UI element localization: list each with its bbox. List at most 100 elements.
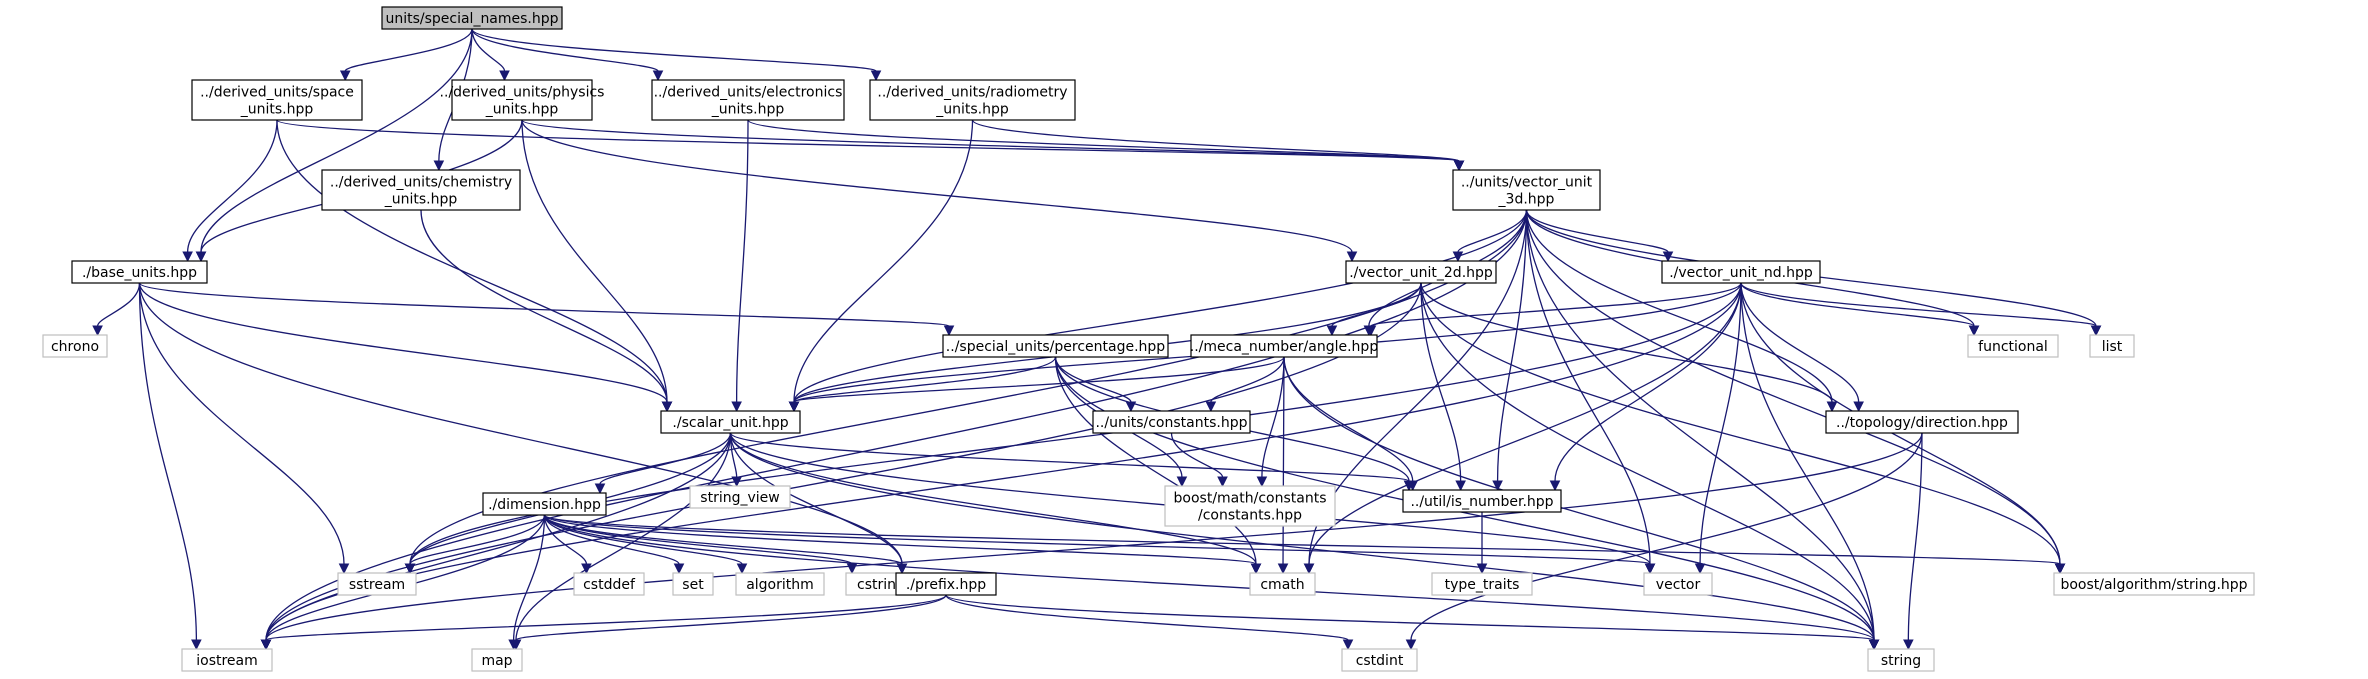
node-box (1452, 169, 1601, 211)
node-label: iostream (196, 653, 258, 669)
node-label: set (682, 577, 704, 593)
node-box (321, 169, 521, 211)
node-box (482, 492, 607, 516)
node-box (2053, 572, 2255, 596)
node-space[interactable]: ../derived_units/space_units.hpp (191, 79, 363, 121)
edge-percentage-to-constants-arrowhead (1125, 401, 1137, 413)
node-box (1341, 648, 1418, 672)
node-label: ../special_units/percentage.hpp (946, 339, 1166, 355)
node-label: ../util/is_number.hpp (1410, 494, 1553, 510)
node-root[interactable]: units/special_names.hpp (381, 6, 563, 30)
node-box (2089, 334, 2135, 358)
edge-base_units-to-chrono (96, 282, 141, 327)
node-scalar-unit[interactable]: ./scalar_unit.hpp (660, 410, 801, 434)
node-map: map (471, 648, 523, 672)
edge-prefix-to-map-arrowhead (510, 639, 522, 651)
edge-is_number-to-type_traits-arrowhead (1476, 563, 1488, 575)
node-vector2d[interactable]: ./vector_unit_2d.hpp (1345, 260, 1497, 284)
edge-root-to-electronics (471, 28, 659, 72)
edge-space-to-base_units (186, 119, 278, 253)
node-vector3d[interactable]: ../units/vector_unit_3d.hpp (1452, 169, 1601, 211)
node-label: algorithm (746, 577, 814, 593)
edge-scalar_unit-to-prefix (729, 432, 903, 565)
node-iostream: iostream (181, 648, 273, 672)
node-box (42, 334, 108, 358)
edge-vector3d-to-direction (1525, 209, 1833, 403)
edge-direction-to-iostream (265, 432, 1923, 641)
edge-vectornd-to-boost_string (1740, 282, 2061, 565)
edge-vectornd-to-functional (1740, 282, 1975, 327)
node-cmath: cmath (1249, 572, 1316, 596)
edge-dimension-to-cmath-arrowhead (1250, 563, 1262, 575)
edge-percentage-to-cmath (1054, 356, 1257, 565)
edge-prefix-to-string (945, 594, 1875, 641)
node-string-view: string_view (689, 485, 791, 509)
edge-angle-to-constants (1210, 356, 1285, 403)
node-prefix[interactable]: ./prefix.hpp (895, 572, 997, 596)
node-vectornd[interactable]: ./vector_unit_nd.hpp (1661, 260, 1821, 284)
node-chemistry[interactable]: ../derived_units/chemistry_units.hpp (321, 169, 521, 211)
node-constants[interactable]: ../units/constants.hpp (1092, 410, 1251, 434)
node-radiometry[interactable]: ../derived_units/radiometry_units.hpp (869, 79, 1076, 121)
node-percentage[interactable]: ../special_units/percentage.hpp (942, 334, 1169, 358)
edge-scalar_unit-to-dimension-arrowhead (594, 483, 606, 495)
node-label: _units.hpp (384, 192, 458, 208)
edge-root-to-radiometry-arrowhead (870, 70, 882, 82)
edge-vector3d-to-vectornd (1525, 209, 1669, 253)
node-label: string_view (700, 490, 779, 506)
edge-percentage-to-boost_constants-arrowhead (1176, 476, 1188, 488)
node-label: cstring (857, 577, 905, 593)
node-box (895, 572, 997, 596)
edge-dimension-to-string (543, 514, 1875, 641)
edge-root-to-radiometry (471, 28, 877, 72)
edge-vectornd-to-angle (1370, 282, 1742, 327)
edge-prefix-to-cstdint-arrowhead (1342, 639, 1354, 651)
node-angle[interactable]: ../meca_number/angle.hpp (1190, 334, 1379, 358)
node-physics[interactable]: ../derived_units/physics_units.hpp (440, 79, 605, 121)
edge-dimension-to-cstring-arrowhead (846, 563, 858, 575)
edge-dimension-to-map (512, 514, 546, 641)
node-electronics[interactable]: ../derived_units/electronics_units.hpp (651, 79, 845, 121)
edge-vectornd-to-sstream (409, 282, 1742, 565)
edge-physics-to-scalar_unit (521, 119, 668, 403)
edge-angle-to-constants-arrowhead (1205, 401, 1217, 413)
edge-base_units-to-scalar_unit (138, 282, 668, 403)
node-label: ../derived_units/electronics (654, 85, 843, 101)
edge-prefix-to-iostream (265, 594, 947, 641)
node-label: map (481, 653, 512, 669)
edge-dimension-to-boost_string-arrowhead (2054, 563, 2066, 575)
node-label: ./vector_unit_2d.hpp (1349, 265, 1493, 281)
edge-prefix-to-map (515, 594, 947, 641)
nodes: units/special_names.hpp ../derived_units/… (42, 6, 2255, 672)
edge-vector3d-to-is_number-arrowhead (1492, 480, 1503, 492)
node-dimension[interactable]: ./dimension.hpp (482, 492, 607, 516)
node-string: string (1867, 648, 1935, 672)
node-label: list (2102, 339, 2123, 355)
edge-scalar_unit-to-dimension (599, 432, 732, 485)
node-label: _units.hpp (240, 102, 314, 118)
edge-root-to-physics (471, 28, 506, 72)
node-box (1092, 410, 1251, 434)
node-list: list (2089, 334, 2135, 358)
node-base-units[interactable]: ./base_units.hpp (71, 260, 208, 284)
edge-vector2d-to-is_number-arrowhead (1455, 480, 1466, 492)
node-direction[interactable]: ../topology/direction.hpp (1825, 410, 2019, 434)
node-is-number[interactable]: ../util/is_number.hpp (1402, 489, 1562, 513)
node-label: ../units/vector_unit (1461, 175, 1593, 191)
edge-electronics-to-vector3d (747, 119, 1460, 162)
edge-scalar_unit-to-is_number (729, 432, 1410, 482)
edge-dimension-to-set (543, 514, 680, 565)
node-box (942, 334, 1169, 358)
node-boost-constants: boost/math/constants/constants.hpp (1164, 485, 1336, 527)
edge-physics-to-vector2d (521, 119, 1353, 253)
edge-vector2d-to-is_number (1420, 282, 1462, 482)
edge-constants-to-boost_constants (1170, 432, 1224, 478)
edge-direction-to-cstdint-arrowhead (1405, 639, 1417, 651)
node-label: boost/algorithm/string.hpp (2060, 577, 2247, 593)
edge-angle-to-cmath-arrowhead (1277, 563, 1289, 575)
edge-root-to-base_units (200, 28, 473, 253)
edge-direction-to-string-arrowhead (1903, 639, 1914, 651)
edge-dimension-to-prefix-arrowhead (896, 563, 908, 575)
node-box (381, 6, 563, 30)
